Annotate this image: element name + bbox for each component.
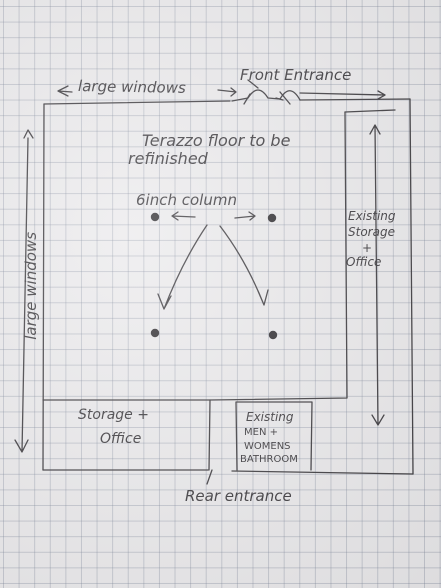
large-windows-left-label: large windows — [22, 231, 41, 340]
bathroom-line3: WOMENS — [244, 441, 291, 452]
outer-wall-bottom — [42, 469, 414, 475]
bathroom-line1: Existing — [246, 410, 294, 424]
left-windows-arrow — [14, 129, 34, 453]
entrance-arrow-left — [247, 79, 259, 89]
rear-entrance-mark — [206, 469, 213, 485]
existing-storage-line1: Existing — [348, 209, 396, 223]
bathroom-line2: MEN + — [244, 427, 278, 438]
column-dot-icon — [150, 212, 160, 222]
front-door-swing — [231, 89, 301, 102]
column-dot-icon — [267, 213, 277, 223]
storage-partition-top — [344, 109, 396, 113]
outer-wall-top — [43, 98, 411, 105]
window-arrow-left — [57, 85, 73, 97]
front-door-marks — [243, 91, 291, 105]
storage-partition — [209, 111, 348, 401]
floor-note-line2: refinished — [128, 149, 208, 168]
outer-wall-left — [42, 103, 45, 471]
bathroom-wall — [235, 401, 313, 471]
storage-room-wall — [42, 399, 211, 471]
diagonal-arrow-right — [219, 225, 269, 306]
window-arrow-right — [217, 87, 237, 97]
entrance-arrow-right — [299, 90, 386, 100]
front-entrance-label: Front Entrance — [240, 66, 352, 84]
column-arrow-left — [171, 211, 196, 221]
rear-entrance-label: Rear entrance — [185, 487, 292, 505]
existing-storage-line2: Storage — [348, 225, 395, 239]
floor-note-line1: Terazzo floor to be — [142, 131, 291, 150]
right-storage-arrow — [369, 124, 385, 426]
storage-office-line1: Storage + — [78, 407, 149, 423]
column-arrow-right — [234, 211, 256, 221]
column-note-label: 6inch column — [136, 191, 237, 209]
column-dot-icon — [268, 330, 278, 340]
column-dot-icon — [150, 328, 160, 338]
existing-storage-line4: Office — [346, 255, 382, 269]
diagonal-arrow-left — [157, 224, 208, 310]
outer-wall-right — [409, 98, 414, 475]
storage-office-line2: Office — [100, 431, 142, 447]
bathroom-line4: BATHROOM — [240, 454, 298, 465]
large-windows-top-label: large windows — [77, 77, 186, 97]
existing-storage-line3: + — [362, 241, 373, 255]
